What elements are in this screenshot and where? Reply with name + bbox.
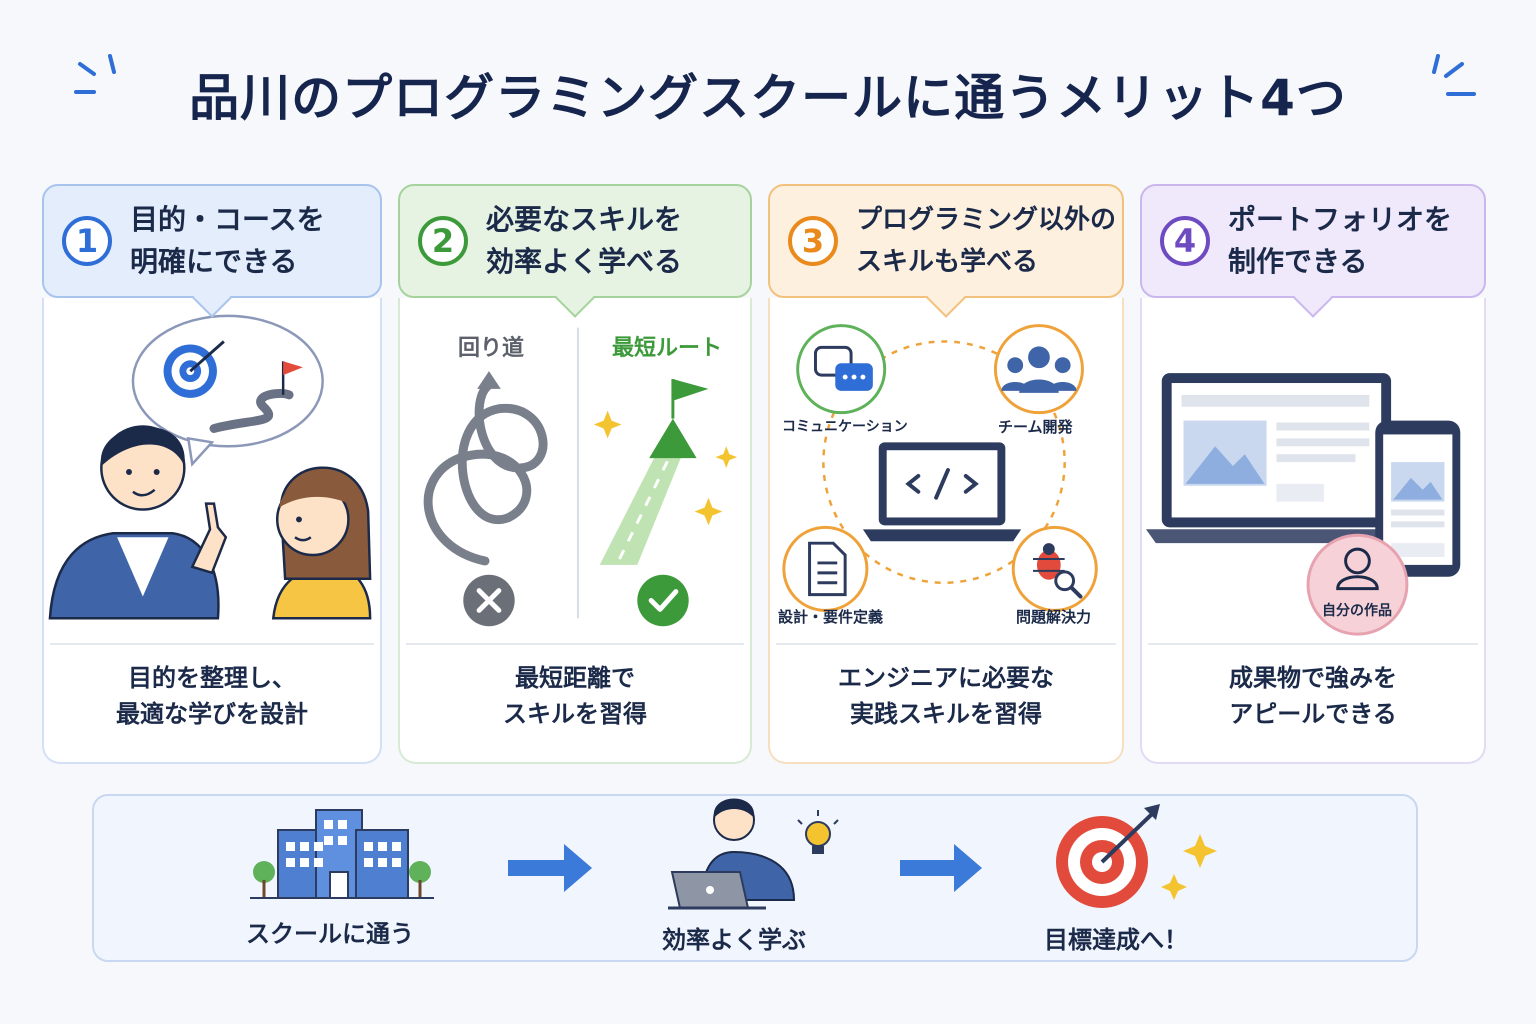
merit-card-1-header: 1 目的・コースを 明確にできる [42, 184, 382, 318]
winding-path-icon [423, 371, 548, 566]
merit-card-2-body: 回り道 最短ルート 最短距離で スキルを習得 [398, 298, 752, 764]
merit-caption: 目的を整理し、 最適な学びを設計 [116, 664, 308, 728]
merit-card-4-header: 4 ポートフォリオを 制作できる [1140, 184, 1486, 318]
road-path-icon [209, 388, 294, 433]
sparkle-icon [1161, 834, 1217, 900]
merit-heading: ポートフォリオを 制作できる [1228, 203, 1453, 278]
check-icon [637, 574, 689, 627]
team-icon [993, 324, 1084, 415]
merit-number-badge: 1 [62, 216, 112, 266]
page-title: 品川のプログラミングスクールに通うメリット4つ [189, 69, 1347, 127]
skill-label: 問題解決力 [1016, 608, 1092, 626]
merit-heading: 目的・コースを 明確にできる [130, 203, 325, 278]
merit-card-2: 2 必要なスキルを 効率よく学べる [398, 184, 752, 764]
laptop-icon [1145, 373, 1407, 544]
sparkle-icon [593, 410, 738, 526]
merit-number-badge: 4 [1160, 216, 1210, 266]
merit-caption: 成果物で強みを アピールできる [1229, 664, 1397, 728]
flag-icon [671, 379, 709, 419]
advisor-person-icon [48, 425, 228, 620]
skill-label: コミュニケーション [782, 419, 908, 435]
route-comparison-illustration [423, 327, 738, 627]
title-container: 品川のプログラミングスクールに通うメリット4つ [0, 58, 1536, 130]
merit-card-4-body: 自分の作品 成果物で強みを アピールできる [1140, 298, 1486, 764]
target-icon [163, 340, 225, 398]
skill-label: チーム開発 [998, 418, 1073, 436]
detour-label: 回り道 [458, 336, 525, 361]
studying-person-icon [668, 798, 796, 910]
flag-icon [281, 361, 303, 395]
flow-illustration [250, 798, 1217, 910]
card-divider [50, 643, 374, 645]
cross-icon [463, 574, 515, 627]
skill-label: 設計・要件定義 [778, 608, 884, 626]
portfolio-illustration [1145, 373, 1461, 636]
sparkle-lines-right-icon [1432, 54, 1476, 96]
straight-road-icon [599, 418, 697, 565]
merit-number-badge: 2 [418, 216, 468, 266]
document-icon [782, 525, 869, 612]
shortest-route-label: 最短ルート [612, 336, 723, 361]
arrow-right-icon [508, 844, 592, 892]
student-person-icon [271, 466, 372, 620]
flow-step-school: スクールに通う [246, 920, 414, 948]
chat-bubbles-icon [796, 324, 887, 415]
merit-number-badge: 3 [788, 216, 838, 266]
merit-card-1-body: 目的を整理し、 最適な学びを設計 [42, 298, 382, 764]
goal-target-icon [1056, 804, 1160, 908]
flow-panel: スクールに通う 効率よく学ぶ 目標達成へ！ [92, 794, 1418, 962]
merit-card-4: 4 ポートフォリオを 制作できる [1140, 184, 1486, 764]
lightbulb-icon [797, 810, 839, 854]
counseling-illustration [48, 314, 372, 620]
skills-illustration [782, 324, 1098, 612]
merit-card-1: 1 目的・コースを 明確にできる [42, 184, 382, 764]
school-building-icon [250, 809, 434, 899]
merit-heading: プログラミング以外の スキルも学べる [856, 205, 1117, 277]
merit-card-3-body: コミュニケーション チーム開発 設計・要件定義 問題解決力 エンジニアに必要な … [768, 298, 1124, 764]
merit-card-2-header: 2 必要なスキルを 効率よく学べる [398, 184, 752, 318]
user-badge-icon [1306, 533, 1409, 636]
merit-card-3-header: 3 プログラミング以外の スキルも学べる [768, 184, 1124, 318]
merit-card-3: 3 プログラミング以外の スキルも学べる [768, 184, 1124, 764]
merit-heading: 必要なスキルを 効率よく学べる [486, 203, 683, 278]
bug-search-icon [1011, 525, 1098, 612]
laptop-code-icon [862, 442, 1022, 542]
card-divider [406, 643, 744, 645]
sparkle-lines-left-icon [74, 54, 116, 94]
card-divider [776, 643, 1116, 645]
merit-caption: 最短距離で スキルを習得 [503, 664, 647, 728]
arrow-right-icon [900, 844, 982, 892]
card-divider [1148, 643, 1478, 645]
merit-caption: エンジニアに必要な 実践スキルを習得 [838, 664, 1054, 728]
flow-step-goal: 目標達成へ！ [1044, 926, 1188, 954]
flow-step-learn: 効率よく学ぶ [662, 926, 806, 954]
smartphone-icon [1375, 420, 1461, 577]
my-work-badge-label: 自分の作品 [1322, 603, 1392, 619]
